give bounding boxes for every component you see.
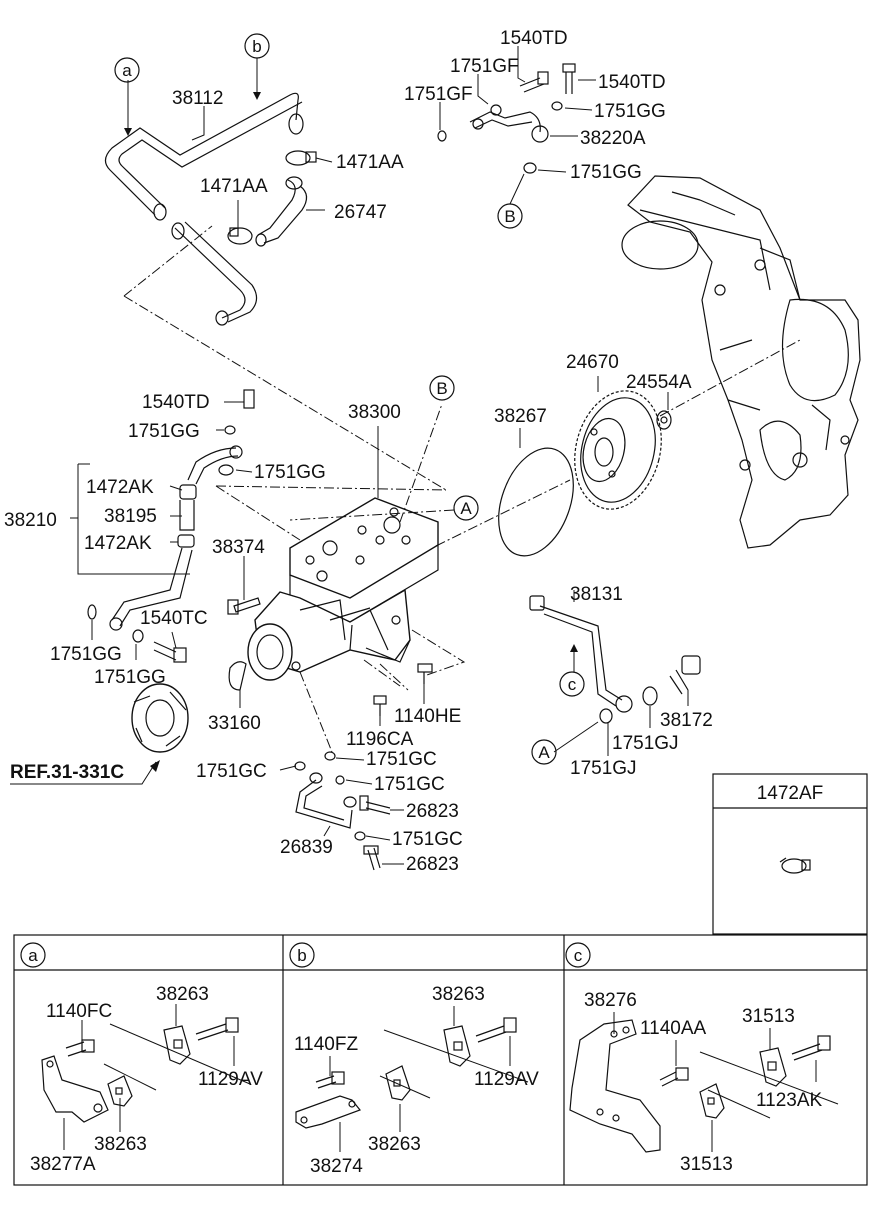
callouts-top-left: 38112 1471AA 1471AA 26747 — [172, 88, 404, 223]
marker-B-middle: B — [436, 379, 447, 398]
callouts-middle: 1540TD 1751GG 1751GG 38300 38267 24670 2… — [4, 352, 713, 875]
callout-26823-upper: 26823 — [406, 801, 459, 822]
callout-1472AK-upper: 1472AK — [86, 477, 154, 498]
panel-a-1129AV: 1129AV — [198, 1069, 263, 1090]
callout-1540TC: 1540TC — [140, 608, 208, 629]
callout-38195: 38195 — [104, 506, 157, 527]
callout-1751GG-bottom: 1751GG — [94, 667, 166, 688]
panel-c-31513-bottom: 31513 — [680, 1154, 733, 1175]
ref-31-331C-part — [131, 683, 189, 753]
callout-1751GG-mid1: 1751GG — [128, 421, 200, 442]
coupling-33160 — [228, 661, 247, 691]
panel-b: b 38263 1140FZ 1129AV 38263 38274 — [289, 942, 539, 1177]
panel-a-marker: a — [28, 946, 38, 965]
drive-gear-24670 — [574, 390, 662, 510]
callout-38172: 38172 — [660, 710, 713, 731]
hose-clamps — [227, 150, 317, 245]
callout-1751GJ-upper: 1751GJ — [612, 733, 679, 754]
marker-A-lower: A — [538, 743, 550, 762]
callout-24670: 24670 — [566, 352, 619, 373]
callout-26839: 26839 — [280, 837, 333, 858]
panel-b-38274: 38274 — [310, 1156, 363, 1177]
callout-38112: 38112 — [172, 88, 223, 109]
panel-a-1140FC: 1140FC — [46, 1001, 112, 1022]
callout-1751GG-top: 1751GG — [594, 101, 666, 122]
callout-1751GC-bottom: 1751GC — [392, 829, 463, 850]
callout-1540TD-mid: 1540TD — [142, 392, 210, 413]
callout-1540TD-top: 1540TD — [500, 28, 568, 49]
hose-26747 — [255, 176, 308, 247]
callout-1540TD-right: 1540TD — [598, 72, 666, 93]
panel-b-38263-top: 38263 — [432, 984, 485, 1005]
callouts-top-right: 1540TD 1751GF 1751GF 1540TD 1751GG 38220… — [404, 28, 666, 183]
callout-38300: 38300 — [348, 402, 401, 423]
panel-c-38276: 38276 — [584, 990, 637, 1011]
panel-c-31513-top: 31513 — [742, 1006, 795, 1027]
callout-1751GC-mid: 1751GC — [374, 774, 445, 795]
inset-1472AF: 1472AF — [712, 773, 868, 935]
panel-a-38263-top: 38263 — [156, 984, 209, 1005]
callout-26823-lower: 26823 — [406, 854, 459, 875]
callout-1751GG-left: 1751GG — [50, 644, 122, 665]
coolant-hose-38112 — [104, 92, 304, 326]
markers: a b B B A c A — [114, 33, 585, 765]
air-compressor-38300 — [247, 497, 439, 681]
marker-B-top: B — [504, 207, 515, 226]
panel-c-1123AK: 1123AK — [756, 1090, 823, 1111]
leader-lines — [10, 46, 801, 865]
callout-38210: 38210 — [4, 510, 57, 531]
callout-38267: 38267 — [494, 406, 547, 427]
callout-1751GF-left: 1751GF — [404, 84, 473, 105]
panel-a-38277A: 38277A — [30, 1154, 96, 1175]
pipe-38220A — [437, 63, 576, 174]
callout-1471AA-right: 1471AA — [336, 152, 404, 173]
ref-label: REF.31-331C — [10, 762, 124, 783]
panel-b-38263-bottom: 38263 — [368, 1134, 421, 1155]
callout-1471AA-left: 1471AA — [200, 176, 268, 197]
panel-b-1140FZ: 1140FZ — [294, 1034, 358, 1055]
bottom-panels-frame — [13, 934, 868, 1186]
bolt-1540TC — [132, 629, 187, 663]
callout-38374: 38374 — [212, 537, 265, 558]
callout-1140HE: 1140HE — [394, 706, 461, 727]
inset-title: 1472AF — [757, 783, 824, 804]
pipe-26839 — [294, 751, 391, 871]
panel-c-1140AA: 1140AA — [640, 1018, 707, 1039]
callout-1751GJ-lower: 1751GJ — [570, 758, 637, 779]
callout-1751GC-left: 1751GC — [196, 761, 267, 782]
callout-1196CA: 1196CA — [346, 729, 414, 750]
callout-1751GG-b: 1751GG — [570, 162, 642, 183]
pipe-38131 — [529, 595, 701, 724]
clamp-1472AF-icon — [779, 857, 811, 874]
callout-33160: 33160 — [208, 713, 261, 734]
gasket-38267 — [498, 447, 574, 557]
nut-24554A — [656, 410, 672, 430]
callout-24554A: 24554A — [626, 372, 692, 393]
marker-b-top: b — [252, 37, 261, 56]
panel-c-marker: c — [574, 946, 583, 965]
marker-A-middle: A — [460, 499, 472, 518]
panel-c: c 38276 1140AA 31513 1123AK 31513 — [565, 942, 839, 1175]
panel-a: a 1140FC 38263 1129AV 38263 38277A — [20, 942, 263, 1175]
callout-38131: 38131 — [570, 584, 623, 605]
marker-c-middle: c — [568, 675, 577, 694]
callout-1472AK-lower: 1472AK — [84, 533, 152, 554]
callout-1751GG-mid2: 1751GG — [254, 462, 326, 483]
bolts-1196CA-1140HE — [373, 663, 433, 716]
callout-38220A: 38220A — [580, 128, 646, 149]
callout-1751GF-top: 1751GF — [450, 56, 519, 77]
engine-housing-drawing — [621, 175, 861, 549]
bolt-38374 — [227, 597, 261, 615]
panel-a-38263-bottom: 38263 — [94, 1134, 147, 1155]
callout-26747: 26747 — [334, 202, 387, 223]
callout-1751GC-top: 1751GC — [366, 749, 437, 770]
marker-a-top: a — [122, 61, 132, 80]
panel-b-marker: b — [297, 946, 306, 965]
panel-b-1129AV: 1129AV — [474, 1069, 539, 1090]
